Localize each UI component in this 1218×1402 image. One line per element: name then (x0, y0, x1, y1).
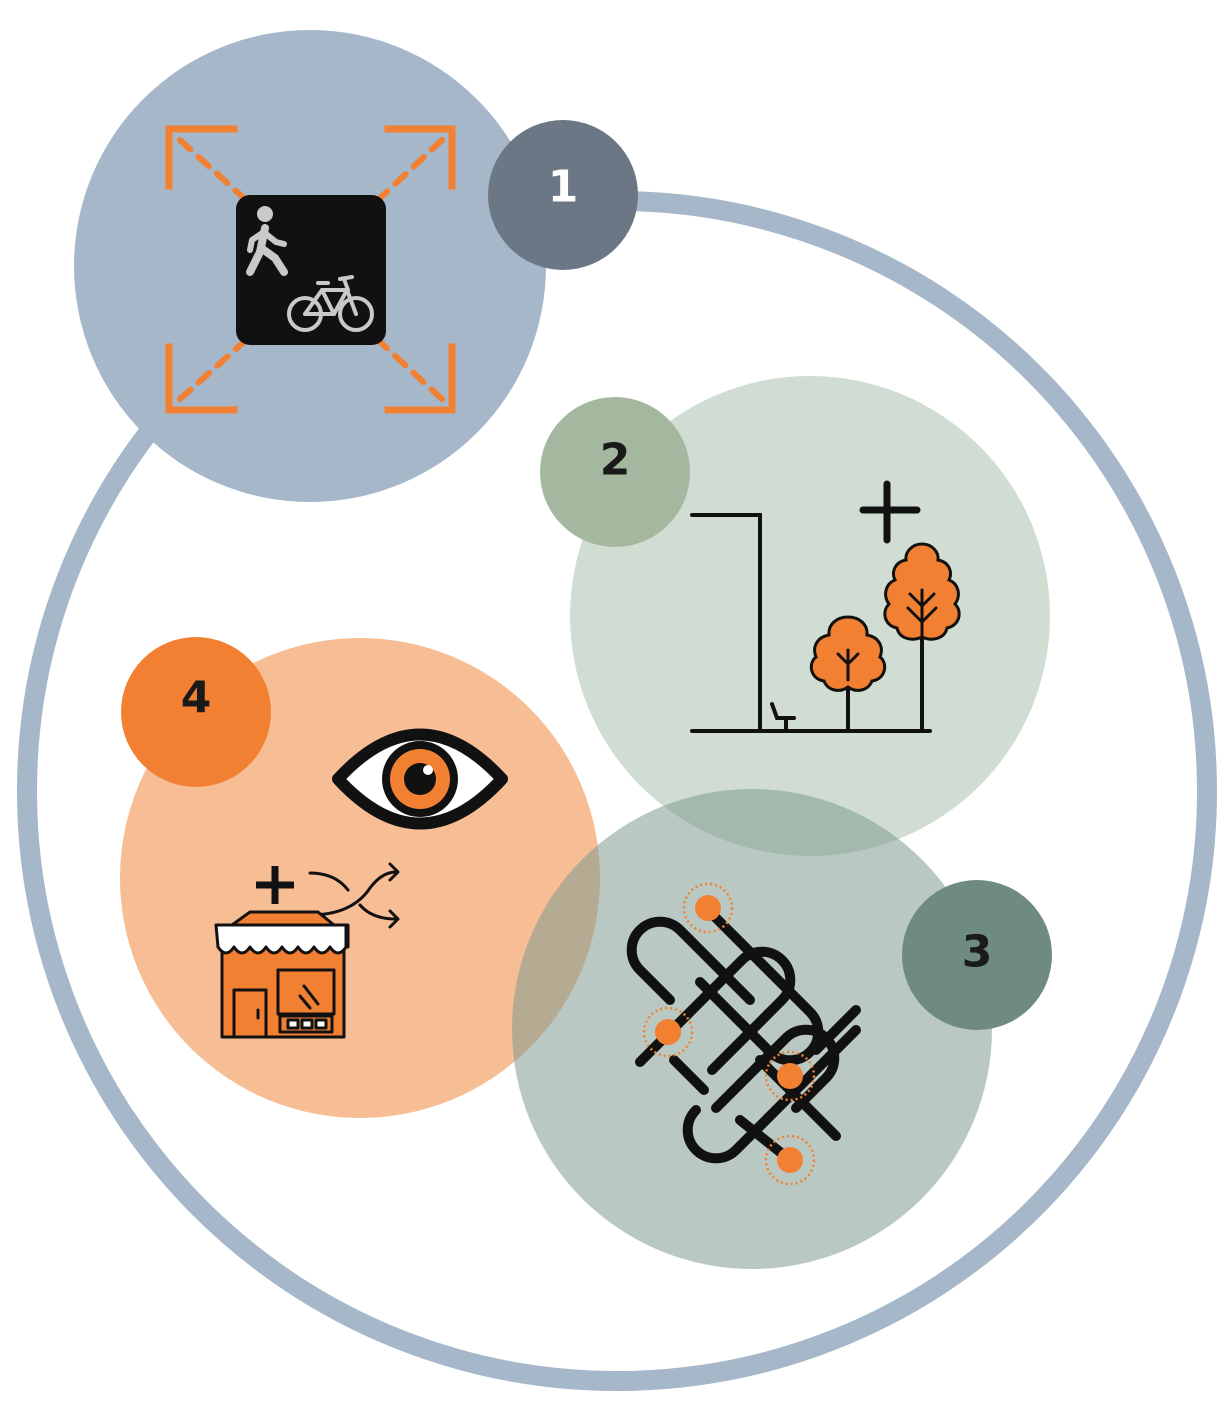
badge-2: 2 (540, 397, 690, 547)
streetlight-trees-bench-icon (690, 480, 961, 733)
badge-3-number: 3 (962, 927, 993, 978)
badge-1-disc (488, 120, 638, 270)
badge-4-number: 4 (181, 673, 212, 724)
badge-2-disc (540, 397, 690, 547)
badge-3: 3 (902, 880, 1052, 1030)
badge-3-disc (902, 880, 1052, 1030)
badge-1: 1 (488, 120, 638, 270)
badge-2-number: 2 (600, 435, 631, 486)
network-knot-icon (626, 882, 861, 1186)
badge-1-number: 1 (548, 162, 579, 213)
badge-4: 4 (121, 637, 271, 787)
shop-plus-routes-icon (214, 862, 400, 1039)
eye-icon (332, 728, 508, 830)
circle-2 (570, 376, 1050, 856)
badge-4-disc (121, 637, 271, 787)
walk-bike-zone-icon (165, 125, 456, 414)
